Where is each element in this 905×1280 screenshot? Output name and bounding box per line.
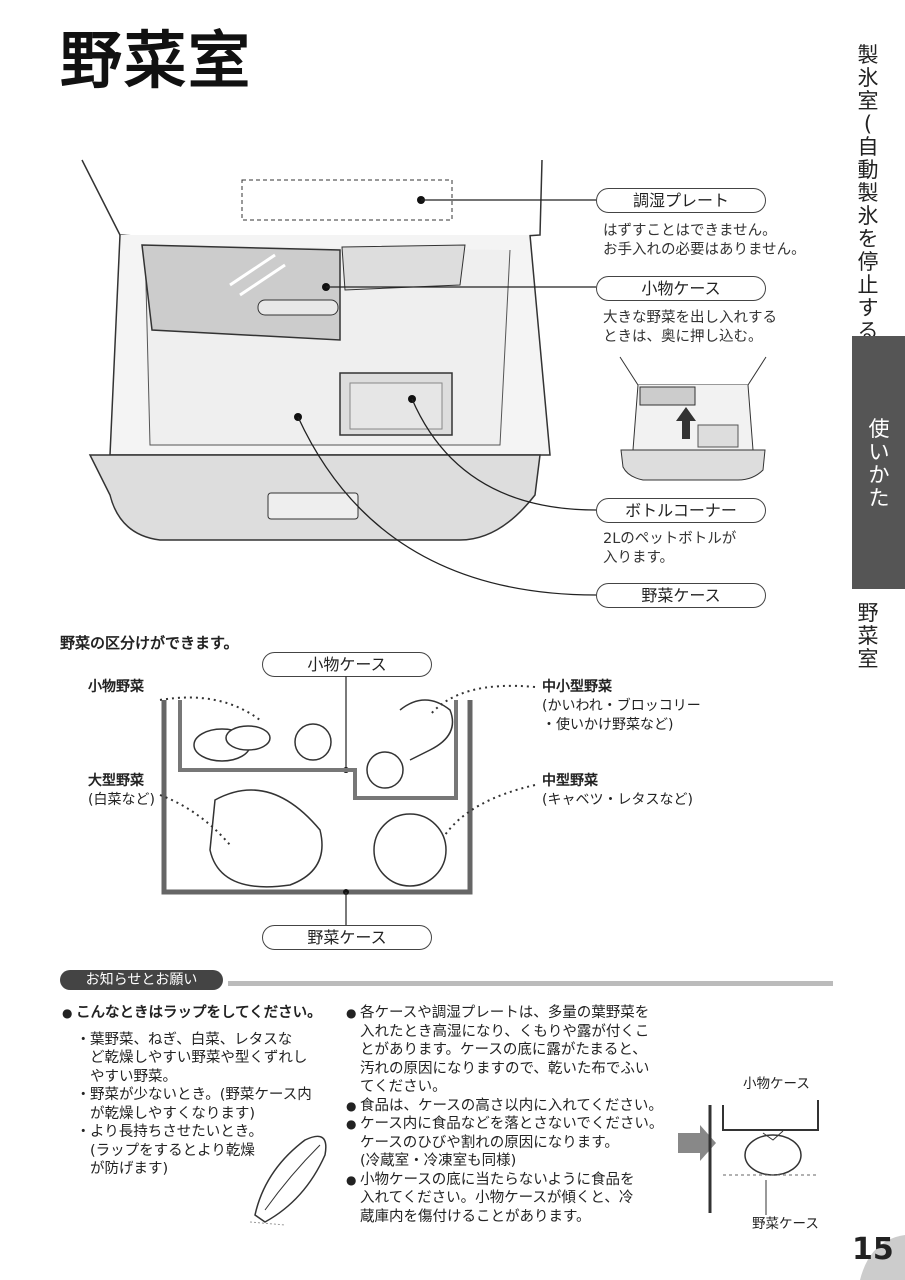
callout-bottle-corner-label: ボトルコーナー <box>625 501 737 520</box>
note-line: 入ります。 <box>603 550 675 566</box>
section-vegetable-case-label: 野菜ケース <box>307 928 387 947</box>
text-line: 蔵庫内を傷付けることがあります。 <box>360 1208 591 1225</box>
notice-item: 食品は、ケースの高さ以内に入れてください。 <box>346 1097 676 1116</box>
notice-right-column: 各ケースや調湿プレートは、多量の葉野菜を 入れたとき高湿になり、くもりや露が付く… <box>346 1004 676 1226</box>
push-small-case-illustration <box>619 356 767 481</box>
text-line: 葉野菜、ねぎ、白菜、レタスな <box>90 1031 293 1048</box>
small-case-note: 大きな野菜を出し入れする ときは、奥に押し込む。 <box>603 309 777 347</box>
fig-small-case-label: 小物ケース <box>743 1076 810 1092</box>
notice-item: ケース内に食品などを落とさないでください。 ケースのひびや割れの原因になります。… <box>346 1115 676 1171</box>
mid-veg-text: 中型野菜 <box>542 773 598 789</box>
mid-small-veg-text: 中小型野菜 <box>542 679 612 695</box>
section-small-case-pill: 小物ケース <box>262 652 432 677</box>
text-line: 入れてください。小物ケースが傾くと、冷 <box>360 1190 634 1206</box>
notice-item: 各ケースや調湿プレートは、多量の葉野菜を 入れたとき高湿になり、くもりや露が付く… <box>346 1004 676 1097</box>
note-line: 2Lのペットボトルが <box>603 531 737 547</box>
text-line: 小物ケースの底に当たらないように食品を <box>360 1171 635 1188</box>
section-small-case-label: 小物ケース <box>307 655 387 674</box>
label-small-vegetables: 小物野菜 <box>88 678 144 697</box>
text-line: が乾燥しやすくなります) <box>90 1105 256 1122</box>
case-tilt-illustration <box>678 1100 819 1215</box>
bottle-corner-note: 2Lのペットボトルが 入ります。 <box>603 530 736 568</box>
text-line: 入れたとき高湿になり、くもりや露が付くこ <box>360 1023 650 1040</box>
label-mid-vegetables: 中型野菜 (キャベツ・レタスなど) <box>542 772 693 810</box>
text-line: やすい野菜。 <box>90 1068 177 1085</box>
mid-small-veg-note: (かいわれ・ブロッコリー <box>542 698 701 714</box>
callout-humidity-plate-label: 調湿プレート <box>632 191 729 210</box>
text-line: (ラップをするとより乾燥 <box>90 1142 255 1159</box>
label-mid-small-vegetables: 中小型野菜 (かいわれ・ブロッコリー ・使いかけ野菜など) <box>542 678 701 735</box>
text-line: 食品は、ケースの高さ以内に入れてください。 <box>360 1097 663 1114</box>
text-line: とがあります。ケースの底に露がたまると、 <box>360 1042 647 1058</box>
large-veg-note: (白菜など) <box>88 792 155 808</box>
page-corner-shape <box>860 1235 905 1280</box>
page-title: 野菜室 <box>60 24 253 97</box>
wrap-item: 葉野菜、ねぎ、白菜、レタスな ど乾燥しやすい野菜や型くずれし やすい野菜。 <box>76 1031 337 1087</box>
section-heading: 野菜の区分けができます。 <box>60 634 239 652</box>
callout-vegetable-case-label: 野菜ケース <box>641 586 721 605</box>
note-line: ときは、奥に押し込む。 <box>603 329 763 345</box>
callout-small-case-label: 小物ケース <box>641 279 721 298</box>
text-line: ケースのひびや割れの原因になります。 <box>360 1134 619 1151</box>
callout-small-case: 小物ケース <box>596 276 766 301</box>
text-line: が防げます) <box>90 1161 169 1177</box>
callout-bottle-corner: ボトルコーナー <box>596 498 766 523</box>
notice-title: お知らせとお願い <box>60 970 223 990</box>
text-line: 野菜が少ないとき。(野菜ケース内 <box>90 1087 312 1103</box>
note-line: はずすことはできません。 <box>603 223 777 239</box>
text-line: 汚れの原因になりますので、乾いた布でふい <box>360 1060 650 1077</box>
note-line: 大きな野菜を出し入れする <box>603 310 777 326</box>
small-veg-text: 小物野菜 <box>88 679 144 695</box>
fig-vegetable-case-label: 野菜ケース <box>752 1216 819 1232</box>
humidity-plate-note: はずすことはできません。 お手入れの必要はありません。 <box>603 222 806 260</box>
case-cross-section-diagram <box>159 676 536 925</box>
text-line: (冷蔵室・冷凍室も同様) <box>360 1153 517 1169</box>
side-tab-usage-label: 使いかた <box>868 417 890 510</box>
callout-humidity-plate: 調湿プレート <box>596 188 766 213</box>
side-tab-vegetable-label: 野菜室 <box>857 601 879 671</box>
wrap-heading: こんなときはラップをしてください。 <box>62 1004 337 1023</box>
note-line: お手入れの必要はありません。 <box>603 242 806 258</box>
side-tab-vegetable[interactable]: 野菜室 <box>853 602 883 671</box>
text-line: より長持ちさせたいとき。 <box>90 1124 263 1140</box>
side-tab-active[interactable] <box>852 336 905 589</box>
wrap-item: より長持ちさせたいとき。 (ラップをするとより乾燥 が防げます) <box>76 1123 337 1179</box>
text-line: てください。 <box>360 1079 447 1095</box>
vegetable-drawer-illustration <box>81 159 597 596</box>
page-number: 15 <box>852 1232 894 1267</box>
mid-veg-note: (キャベツ・レタスなど) <box>542 792 693 808</box>
notice-divider <box>228 981 833 986</box>
large-veg-text: 大型野菜 <box>88 773 144 789</box>
text-line: ど乾燥しやすい野菜や型くずれし <box>90 1050 308 1066</box>
wrap-item: 野菜が少ないとき。(野菜ケース内 が乾燥しやすくなります) <box>76 1086 337 1123</box>
callout-vegetable-case: 野菜ケース <box>596 583 766 608</box>
side-tab-usage[interactable]: 使いかた <box>864 418 894 510</box>
wrapped-vegetable-illustration <box>249 1135 327 1226</box>
label-large-vegetables: 大型野菜 (白菜など) <box>88 772 155 810</box>
notice-item: 小物ケースの底に当たらないように食品を 入れてください。小物ケースが傾くと、冷 … <box>346 1171 676 1227</box>
mid-small-veg-note: ・使いかけ野菜など) <box>542 717 674 733</box>
text-line: 各ケースや調湿プレートは、多量の葉野菜を <box>360 1005 650 1021</box>
section-vegetable-case-pill: 野菜ケース <box>262 925 432 950</box>
text-line: ケース内に食品などを落とさないでください。 <box>360 1116 664 1132</box>
notice-left-column: こんなときはラップをしてください。 葉野菜、ねぎ、白菜、レタスな ど乾燥しやすい… <box>62 1004 337 1179</box>
